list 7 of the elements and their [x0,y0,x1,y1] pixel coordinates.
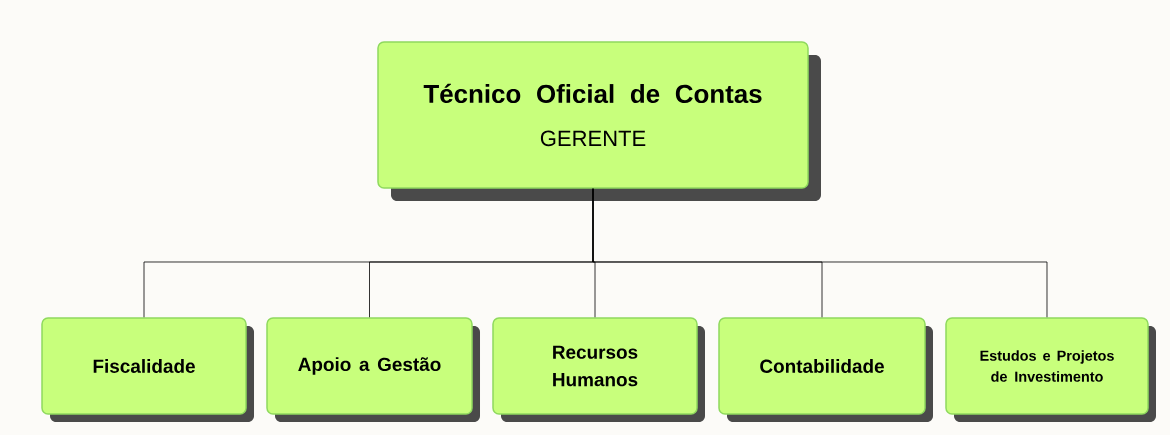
connector-line [592,188,1048,318]
org-box: Fiscalidade [41,317,254,422]
org-box: Estudos e Projetos de Investimento [945,317,1156,422]
org-box: Contabilidade [718,317,933,422]
org-box: Recursos Humanos [492,317,705,422]
org-box: Técnico Oficial de Contas GERENTE [377,41,821,201]
org-box: Apoio a Gestão [266,317,480,422]
